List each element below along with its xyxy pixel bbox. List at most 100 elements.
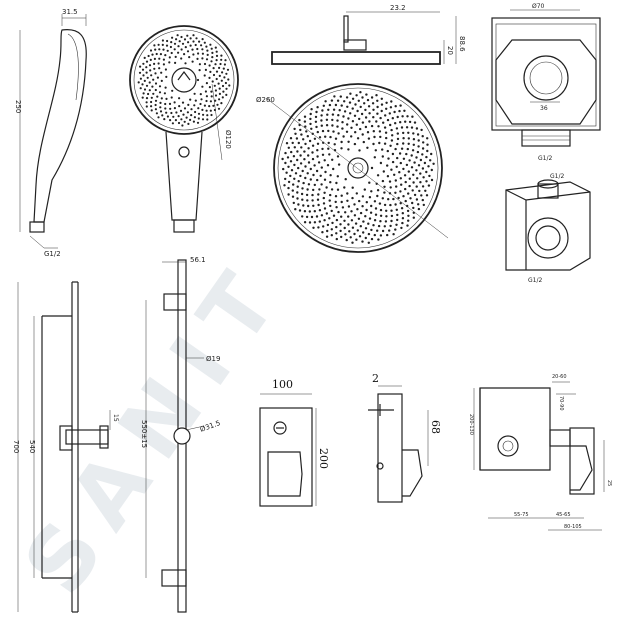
nozzle-dot: [297, 180, 300, 183]
nozzle-dot: [334, 195, 338, 198]
nozzle-dot: [377, 238, 380, 241]
nozzle-dot: [359, 225, 362, 228]
nozzle-dot: [339, 95, 342, 98]
nozzle-dot: [372, 116, 375, 119]
nozzle-dot: [305, 193, 309, 197]
nozzle-dot: [168, 56, 171, 59]
nozzle-dot: [221, 84, 225, 88]
nozzle-dot: [421, 153, 424, 156]
nozzle-dot: [164, 102, 167, 106]
nozzle-dot: [284, 177, 287, 181]
nozzle-dot: [325, 186, 328, 189]
nozzle-dot: [307, 183, 311, 186]
nozzle-dot: [413, 161, 416, 164]
nozzle-dot: [402, 157, 406, 160]
nozzle-dot: [412, 173, 415, 176]
nozzle-dot: [143, 88, 147, 91]
nozzle-dot: [376, 194, 379, 198]
nozzle-dot: [401, 212, 404, 215]
nozzle-dot: [335, 181, 338, 185]
nozzle-dot: [166, 39, 169, 43]
nozzle-dot: [347, 117, 350, 120]
nozzle-dot: [212, 73, 216, 77]
nozzle-dot: [169, 119, 172, 122]
nozzle-dot: [337, 114, 340, 117]
nozzle-dot: [316, 106, 319, 109]
nozzle-dot: [413, 121, 417, 124]
nozzle-dot: [417, 145, 420, 148]
nozzle-dot: [296, 158, 299, 162]
concealed-box-view: 20-60 70-90 200-130 25 55-75 45-65 80-10…: [468, 374, 612, 531]
nozzle-dot: [399, 177, 402, 180]
nozzle-dot: [386, 149, 389, 153]
nozzle-dot: [145, 84, 149, 87]
hand-shower-width-label: 31.5: [62, 8, 78, 16]
nozzle-dot: [302, 204, 305, 207]
nozzle-dot: [403, 109, 406, 113]
nozzle-dot: [305, 130, 308, 133]
nozzle-dot: [370, 237, 374, 241]
nozzle-dot: [378, 130, 382, 133]
nozzle-dot: [419, 181, 422, 184]
nozzle-dot: [338, 109, 341, 112]
nozzle-dot: [408, 159, 411, 162]
nozzle-dot: [426, 137, 429, 140]
nozzle-dot: [227, 78, 230, 81]
hand-shower-length-label: 250: [14, 100, 22, 113]
nozzle-dot: [165, 75, 168, 78]
nozzle-dot: [156, 95, 159, 98]
nozzle-dot: [209, 70, 212, 73]
nozzle-dot: [304, 125, 307, 128]
nozzle-dot: [323, 207, 327, 210]
nozzle-dot: [293, 146, 296, 149]
nozzle-dot: [390, 219, 393, 223]
nozzle-dot: [171, 36, 174, 39]
nozzle-dot: [328, 217, 331, 220]
nozzle-dot: [225, 87, 228, 90]
nozzle-dot: [366, 98, 370, 102]
nozzle-dot: [329, 193, 332, 197]
nozzle-dot: [378, 141, 381, 145]
nozzle-dot: [389, 106, 393, 109]
nozzle-dot: [183, 107, 187, 110]
nozzle-dot: [313, 164, 316, 167]
nozzle-dot: [192, 53, 195, 56]
nozzle-dot: [356, 229, 359, 232]
nozzle-dot: [332, 108, 336, 111]
nozzle-dot: [186, 50, 190, 53]
nozzle-dot: [386, 233, 389, 237]
nozzle-dot: [354, 222, 358, 225]
nozzle-dot: [390, 209, 393, 212]
nozzle-dot: [305, 215, 309, 219]
nozzle-dot: [306, 199, 309, 202]
nozzle-dot: [170, 51, 173, 55]
nozzle-dot: [307, 147, 310, 150]
nozzle-dot: [332, 214, 336, 217]
nozzle-dot: [145, 97, 149, 100]
nozzle-dot: [329, 181, 332, 184]
nozzle-dot: [308, 210, 311, 213]
nozzle-dot: [335, 225, 338, 229]
nozzle-dot: [327, 141, 330, 145]
nozzle-dot: [411, 201, 414, 205]
nozzle-dot: [412, 143, 415, 146]
nozzle-dot: [162, 58, 165, 61]
nozzle-dot: [178, 105, 181, 108]
nozzle-dot: [323, 159, 326, 162]
nozzle-dot: [330, 99, 334, 102]
nozzle-dot: [350, 135, 353, 138]
nozzle-dot: [389, 186, 392, 189]
nozzle-dot: [390, 100, 393, 103]
nozzle-dot: [307, 154, 310, 157]
nozzle-dot: [149, 58, 152, 62]
nozzle-dot: [347, 140, 350, 143]
nozzle-dot: [181, 124, 184, 127]
nozzle-dot: [351, 241, 354, 244]
nozzle-dot: [419, 172, 422, 175]
nozzle-dot: [301, 187, 304, 190]
nozzle-dot: [149, 49, 153, 52]
nozzle-dot: [143, 79, 146, 82]
nozzle-dot: [394, 203, 397, 206]
nozzle-dot: [300, 146, 303, 149]
